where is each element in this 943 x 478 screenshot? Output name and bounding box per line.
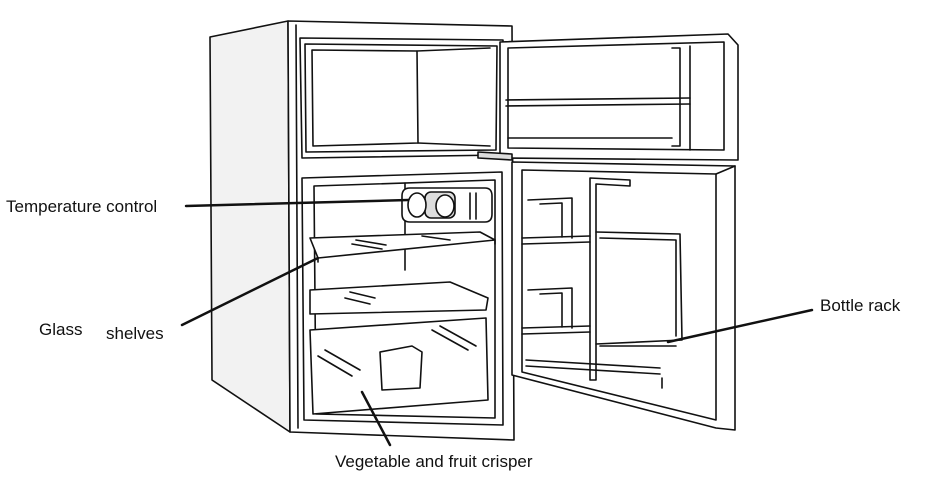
label-temperature-control: Temperature control (6, 197, 158, 216)
bottle-rack (589, 177, 683, 389)
temperature-control-unit (401, 187, 493, 223)
fridge-door (511, 161, 736, 431)
leader-crisper (360, 390, 392, 447)
label-shelves: shelves (106, 324, 164, 343)
leader-temperature-control (184, 198, 410, 208)
crisper-drawer (309, 317, 489, 415)
door-shelf-rails (521, 197, 661, 375)
leader-glass-shelves (180, 256, 320, 327)
freezer-door (499, 33, 739, 161)
label-bottle-rack: Bottle rack (820, 296, 901, 315)
cabinet-side-panel (209, 20, 291, 433)
crisper-cover-shelf (309, 281, 489, 315)
label-glass: Glass (39, 320, 83, 339)
label-crisper: Vegetable and fruit crisper (335, 452, 533, 471)
leader-bottle-rack (666, 308, 814, 344)
glass-shelf (309, 231, 496, 263)
